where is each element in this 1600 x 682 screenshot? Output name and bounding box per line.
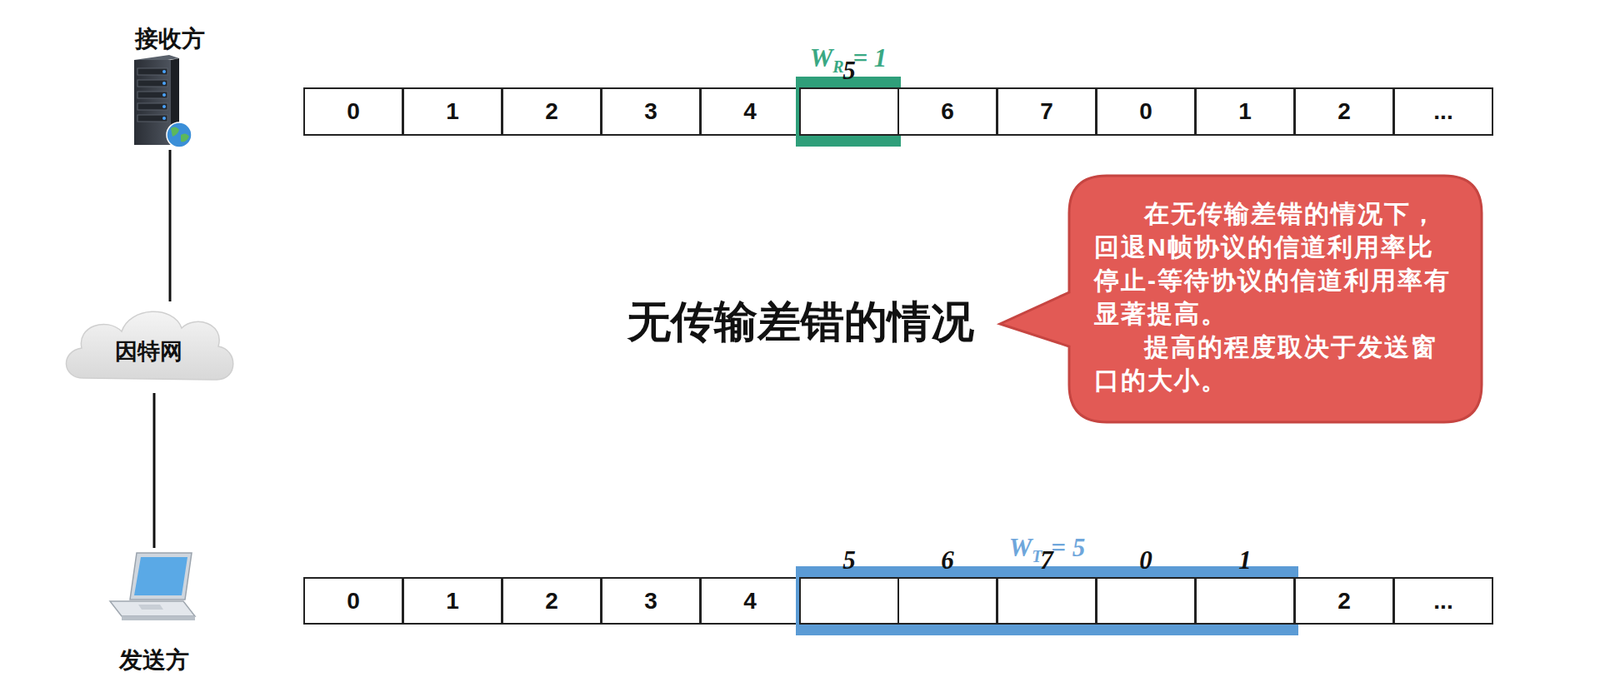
sequence-cell: 5	[799, 577, 900, 625]
window-frame: WT = 556701	[795, 566, 1299, 636]
sequence-cell: 0	[1095, 87, 1196, 136]
sequence-number: 2	[545, 98, 559, 125]
sequence-number: 0	[346, 588, 360, 615]
window-frame: WR = 15	[795, 76, 901, 147]
sequence-cell: 4	[700, 87, 800, 136]
sequence-cell: ...	[1393, 87, 1494, 136]
sequence-cell: 1	[402, 87, 503, 136]
sequence-cell: 1	[1195, 87, 1295, 136]
sequence-number: 3	[644, 98, 658, 125]
sequence-number: ...	[1433, 588, 1453, 615]
laptop-icon	[105, 550, 199, 625]
sequence-cell: 2	[1294, 87, 1395, 136]
server-icon	[127, 55, 198, 150]
sequence-number: 0	[1139, 545, 1153, 576]
sequence-number: 7	[1040, 98, 1054, 125]
sequence-cell: 2	[1294, 577, 1395, 625]
sequence-number: 1	[1238, 545, 1252, 576]
sequence-cell: 1	[402, 577, 503, 625]
sequence-cell: 6	[897, 87, 998, 136]
sequence-cell: 2	[501, 87, 602, 136]
sequence-cell: 5	[799, 87, 900, 136]
callout-bubble: 在无传输差错的情况下，回退N帧协议的信道利用率比停止-等待协议的信道利用率有显著…	[1069, 175, 1482, 423]
sequence-number: 2	[1337, 588, 1351, 615]
sequence-number: 0	[1139, 98, 1153, 125]
sequence-number: 1	[445, 588, 460, 615]
node-heading: 接收方	[135, 23, 205, 55]
sequence-number: ...	[1433, 98, 1453, 125]
sequence-number: 4	[743, 98, 757, 125]
sequence-number: 1	[445, 98, 460, 125]
sequence-cell: 2	[501, 577, 602, 625]
sequence-cell: 1	[1195, 577, 1295, 625]
server-node: 接收方	[123, 23, 217, 150]
sequence-number: 0	[346, 98, 360, 125]
sequence-number: 2	[545, 588, 559, 615]
sequence-cell: 0	[303, 577, 404, 625]
sequence-cell: 6	[897, 577, 998, 625]
sequence-number: 1	[1238, 98, 1252, 125]
sequence-cell: 3	[600, 87, 701, 136]
sequence-number: 3	[644, 588, 658, 615]
sequence-cell: ...	[1393, 577, 1494, 625]
sequence-number: 5	[842, 545, 856, 576]
sequence-number: 6	[940, 545, 955, 576]
laptop-node: 发送方	[100, 548, 209, 677]
network-link	[153, 393, 156, 549]
sequence-number: 7	[1040, 545, 1054, 576]
sequence-cell: 3	[600, 577, 701, 625]
situation-heading: 无传输差错的情况	[627, 293, 975, 352]
internet-cloud: 因特网	[58, 301, 239, 394]
sequence-number: 6	[940, 98, 955, 125]
callout-text: 在无传输差错的情况下，回退N帧协议的信道利用率比停止-等待协议的信道利用率有显著…	[1094, 197, 1457, 331]
network-link	[169, 150, 172, 302]
sequence-number: 5	[842, 55, 856, 86]
callout-text: 提高的程度取决于发送窗口的大小。	[1094, 330, 1457, 398]
sequence-cell: 7	[996, 577, 1097, 625]
sequence-cell: 7	[996, 87, 1097, 136]
sequence-cell: 0	[303, 87, 404, 136]
sequence-cell: 4	[700, 577, 800, 625]
sequence-number: 2	[1337, 98, 1351, 125]
node-heading: 发送方	[119, 645, 190, 677]
sequence-number: 4	[743, 588, 757, 615]
cloud-label: 因特网	[115, 336, 183, 367]
sequence-cell: 0	[1095, 577, 1196, 625]
